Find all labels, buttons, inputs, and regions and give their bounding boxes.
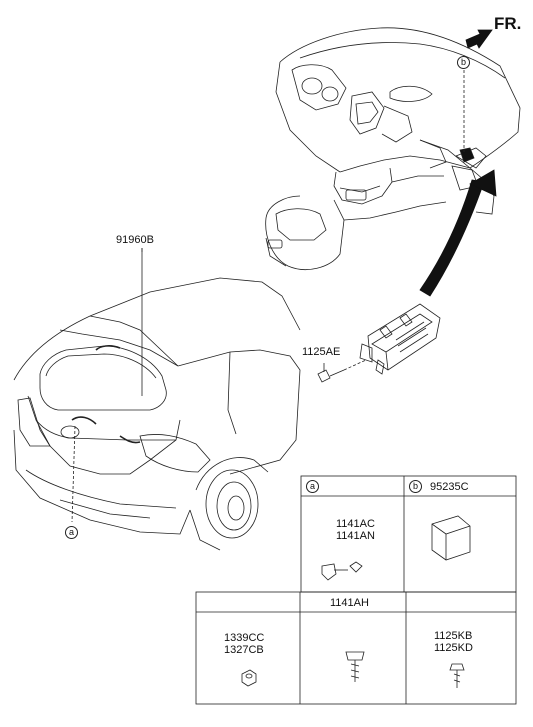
part-number-1141an: 1141AN — [336, 530, 375, 542]
bolt-1125ae — [317, 359, 367, 383]
dashboard-illustration — [265, 27, 521, 270]
part-number-1141ac: 1141AC — [336, 518, 375, 530]
front-direction-arrow — [465, 29, 493, 49]
callout-a-marker: a — [65, 526, 78, 539]
module-location-arrow — [419, 179, 485, 297]
callout-b-marker: b — [457, 56, 470, 69]
bolt-1125kb-icon — [449, 663, 465, 688]
clip-1141ac-icon — [321, 561, 363, 581]
part-number-1141ah: 1141AH — [330, 597, 369, 609]
relay-95235c-icon — [431, 515, 471, 561]
parts-table-grid — [195, 475, 517, 705]
control-module — [359, 303, 441, 375]
part-number-95235c: 95235C — [430, 481, 469, 493]
part-number-91960b: 91960B — [116, 234, 154, 246]
part-number-1125ae: 1125AE — [302, 346, 341, 358]
nut-1339cc-icon — [241, 669, 257, 687]
vehicle-rear-illustration — [13, 277, 301, 551]
screw-1141ah-icon — [345, 651, 365, 682]
part-number-1125kd: 1125KD — [434, 642, 473, 654]
part-number-1327cb: 1327CB — [224, 644, 264, 656]
table-marker-b: b — [409, 480, 422, 493]
part-number-1339cc: 1339CC — [224, 632, 265, 644]
part-number-1125kb: 1125KB — [434, 630, 473, 642]
front-direction-label: FR. — [494, 14, 522, 33]
table-marker-a: a — [306, 480, 319, 493]
